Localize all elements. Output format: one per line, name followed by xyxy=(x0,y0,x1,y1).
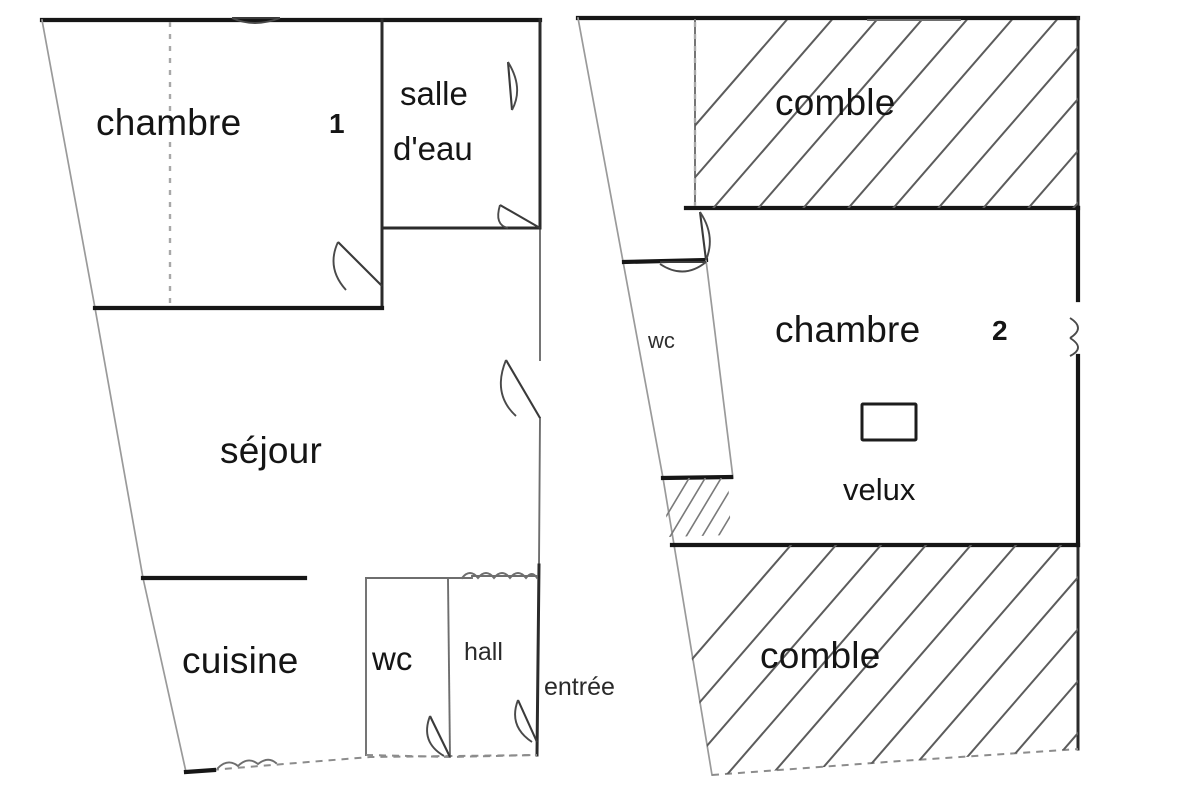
annotation-label-velux: velux xyxy=(843,472,916,507)
door-chambre1-arc xyxy=(332,241,347,291)
door-wc-right-arc xyxy=(659,261,707,273)
room-label-wc-left: wc xyxy=(371,640,412,677)
right-plan-group: comble chambre 2 velux comble wc xyxy=(575,15,1081,776)
door-sejour-east-leaf xyxy=(505,359,541,419)
velux-symbol-box xyxy=(860,402,918,442)
door-chambre1-top-arc xyxy=(231,17,281,24)
room-label-deau: d'eau xyxy=(393,130,473,167)
door-entree-leaf xyxy=(517,699,538,743)
door-sejour-east-arc xyxy=(499,359,517,417)
comble-top-hatching xyxy=(695,20,1078,208)
door-chambre2-north-arc xyxy=(699,211,711,261)
hall-top-window-symbol xyxy=(460,572,539,580)
door-chambre2-north-leaf xyxy=(698,211,708,261)
door-chambre2-east-arc-a xyxy=(1069,317,1079,339)
left-plan-group: chambre 1 salle d'eau séjour cuisine wc … xyxy=(39,16,615,775)
wall-wc-right-bottom xyxy=(660,474,734,481)
wc-right-bottom-hatching xyxy=(663,478,731,537)
room-label-sejour: séjour xyxy=(220,430,322,471)
room-number-chambre-2: 2 xyxy=(992,315,1008,346)
room-label-hall: hall xyxy=(464,638,503,666)
door-wc-left-leaf xyxy=(429,715,451,758)
door-entree-arc xyxy=(514,699,533,743)
bottom-wall-window-symbol xyxy=(216,758,278,770)
door-salledeau-right-leaf xyxy=(506,61,514,111)
door-salledeau-right-arc xyxy=(507,61,519,111)
room-number-chambre-1: 1 xyxy=(329,108,345,139)
left-plan-bottom-corner-stub xyxy=(183,767,217,775)
left-plan-bottom-wall xyxy=(185,754,538,773)
right-plan-bottom-wall xyxy=(711,748,1079,776)
wall-wc-right-east xyxy=(705,259,734,479)
room-label-salle: salle xyxy=(400,75,468,112)
door-chambre2-east-arc-b xyxy=(1069,337,1079,357)
room-label-wc-right: wc xyxy=(647,328,675,353)
door-salledeau-bottom-arc xyxy=(497,204,509,229)
door-chambre1-leaf xyxy=(337,241,383,287)
room-label-chambre-2: chambre xyxy=(775,309,920,350)
door-wc-left-arc xyxy=(426,715,445,757)
room-label-cuisine: cuisine xyxy=(182,640,299,681)
door-salledeau-bottom-leaf xyxy=(499,204,541,229)
left-plan-right-wall-lower xyxy=(535,563,541,757)
wall-wc-hall-divider xyxy=(447,579,451,758)
room-label-comble-bottom: comble xyxy=(760,635,880,676)
right-plan-left-wall xyxy=(577,17,713,776)
room-label-chambre-1: chambre xyxy=(96,102,241,143)
annotation-label-entree: entrée xyxy=(544,673,615,701)
room-label-comble-top: comble xyxy=(775,82,895,123)
left-plan-left-wall xyxy=(41,19,188,774)
left-plan-right-wall-mid-b xyxy=(538,417,541,566)
